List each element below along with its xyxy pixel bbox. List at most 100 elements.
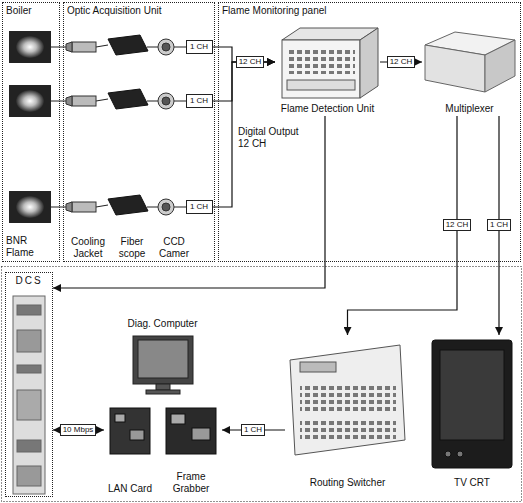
optic-wire: [174, 47, 186, 48]
optic-wire: [174, 207, 186, 208]
bottom-region: [2, 267, 522, 502]
optic-wire: [96, 45, 108, 47]
fiberscope: [108, 195, 148, 215]
dcs-cabinet: [17, 390, 41, 420]
ccd-camera: [162, 97, 170, 105]
optic-wire: [51, 45, 186, 207]
dcs-cabinet: [17, 330, 41, 352]
dcs-cabinet: [17, 466, 41, 486]
node-text: Flame Monitoring panel: [222, 5, 517, 17]
cooling-jacket: [72, 42, 96, 52]
routing-switcher-picture: [300, 420, 396, 441]
boiler-flame: [16, 196, 44, 218]
lan-card-picture: [110, 408, 150, 454]
optic-wire: [174, 101, 186, 102]
dcs-cabinet: [13, 296, 45, 494]
cooling-jacket: [66, 42, 96, 212]
node-text: 1 CH: [190, 202, 208, 212]
boiler-flame: [16, 36, 44, 58]
monitor-picture: [133, 336, 193, 394]
signal-connector: [348, 116, 458, 335]
signal-connector: [213, 62, 276, 101]
multiplexer-picture: [485, 40, 515, 92]
multiplexer-picture: [425, 32, 515, 92]
frame-grabber-picture: [192, 428, 210, 440]
node-text: Optic Acquisition Unit: [67, 5, 211, 17]
frame-grabber-picture: [166, 408, 216, 454]
optic-wire: [96, 99, 108, 101]
connector-label: 12 CH: [443, 219, 472, 231]
lan-card-picture: [110, 408, 150, 454]
monitor-picture: [146, 390, 180, 394]
ccd-camera: [158, 39, 174, 215]
dcs-cabinet: [17, 440, 41, 452]
cooling-jacket: [72, 96, 96, 106]
frame-grabber-picture: [166, 408, 216, 454]
cooling-jacket: [72, 202, 96, 212]
device-box: Frame Grabber: [160, 400, 222, 496]
node-text: Multiplexer: [445, 103, 493, 115]
flame-detection-unit-picture: [360, 28, 378, 98]
channel-box: 1 CH: [186, 200, 213, 214]
node-text: Frame Grabber: [161, 471, 221, 495]
device-box: TV CRT: [428, 335, 516, 490]
routing-switcher-picture: [300, 385, 396, 413]
tv-crt-picture: [445, 451, 451, 457]
flame-detection-unit-picture: [287, 48, 355, 74]
node-text: 1 CH: [190, 42, 208, 52]
flame-detection-unit-picture: [287, 80, 355, 90]
ccd-camera: [158, 93, 174, 109]
ccd-camera: [158, 199, 174, 215]
signal-connector: [53, 116, 325, 288]
cooling-jacket: [66, 202, 72, 212]
device-group: Diag. ComputerLAN Card Frame Grabber: [100, 318, 225, 498]
flame-detection-unit-picture: [282, 28, 378, 98]
multiplexer-picture: [425, 45, 485, 92]
boiler-flame: [9, 31, 51, 223]
optic-wire: [147, 207, 158, 208]
node-text: TV CRT: [454, 477, 490, 489]
tv-crt-picture: [440, 350, 504, 440]
part-label: Cooling Jacket: [66, 236, 110, 259]
channel-box: 1 CH: [186, 94, 213, 108]
boiler-flame: [9, 191, 51, 223]
node-text: DCS: [15, 275, 42, 287]
cooling-jacket: [66, 42, 72, 52]
optic-wire: [147, 101, 158, 102]
device-box: Flame Detection Unit: [275, 26, 380, 116]
device-box: LAN Card: [104, 400, 156, 496]
monitor-picture: [156, 384, 170, 390]
node-text: Boiler: [6, 5, 56, 17]
fiberscope: [108, 89, 148, 109]
node-text: Flame Detection Unit: [281, 103, 374, 115]
fiberscope: [108, 35, 148, 55]
ccd-camera: [158, 39, 174, 55]
connector-label: 10 Mbps: [60, 424, 97, 436]
connector-label: 1 CH: [487, 219, 511, 231]
device-box: Routing Switcher: [285, 335, 410, 490]
monitor-picture: [138, 340, 188, 378]
boiler-flame: [9, 85, 51, 117]
node-text: 1 CH: [190, 96, 208, 106]
dcs-cabinet: [17, 365, 41, 373]
boiler-flame: [16, 90, 44, 112]
monitor-picture: [133, 336, 193, 384]
tv-crt-picture: [457, 451, 463, 457]
group-region: Optic Acquisition Unit 1 CH 1 CH 1 CH: [63, 2, 215, 262]
routing-switcher-picture: [300, 362, 336, 372]
channel-box: 1 CH: [186, 40, 213, 54]
connector-label: 12 CH: [236, 56, 265, 68]
ccd-camera: [162, 203, 170, 211]
part-label: Fiber scope: [112, 236, 152, 259]
boiler-flame: [9, 31, 51, 63]
node-text: Diag. Computer: [127, 318, 197, 330]
group-region: DCS: [5, 272, 53, 497]
node-text: LAN Card: [108, 483, 152, 495]
node-text: BNR Flame: [6, 235, 56, 259]
group-region: BoilerBNR Flame: [2, 2, 60, 262]
tv-crt-picture: [432, 340, 512, 468]
fiberscope: [108, 35, 148, 215]
routing-switcher-picture: [290, 345, 405, 455]
optic-wire: [147, 47, 158, 48]
